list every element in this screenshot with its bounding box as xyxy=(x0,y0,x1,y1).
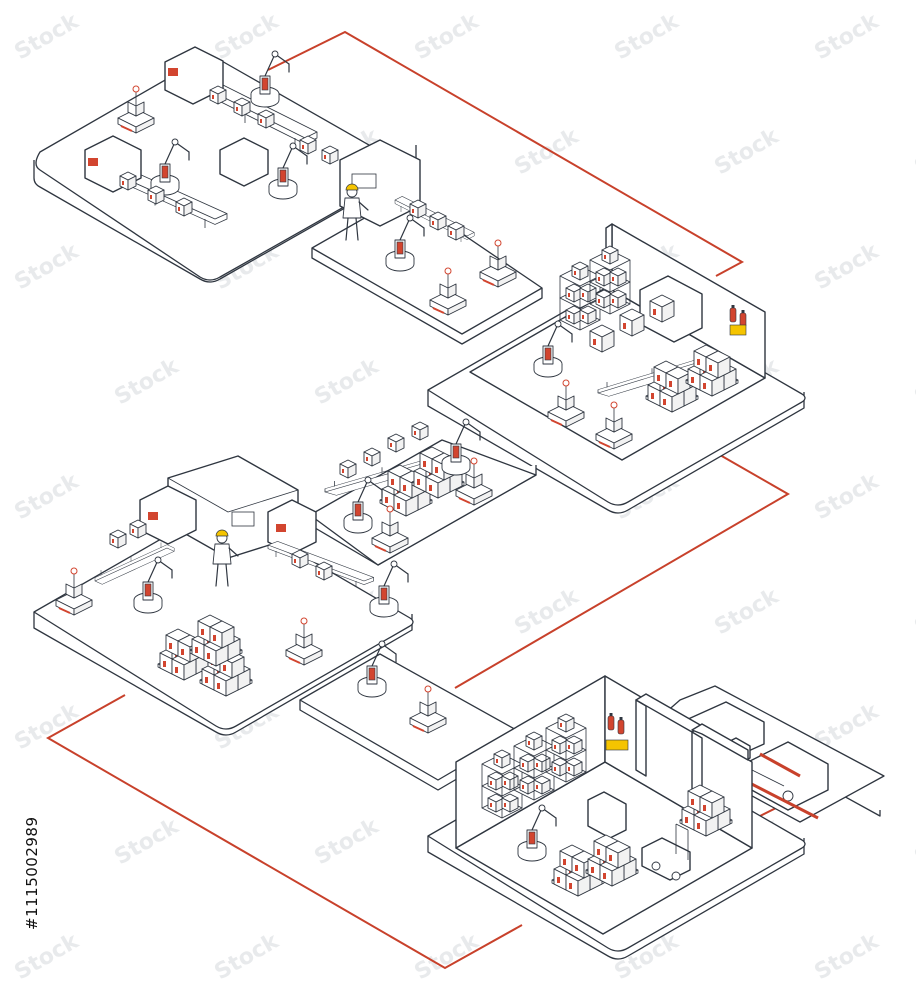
stock-id-label: #1115002989 xyxy=(8,760,41,930)
truck-dock xyxy=(639,685,885,823)
watermark-mark: Stock xyxy=(211,928,285,985)
watermark-mark: Stock xyxy=(811,928,885,985)
shelving-rack-icon xyxy=(560,262,600,330)
wrapping-machine xyxy=(587,791,627,839)
watermark-mark: Stock xyxy=(411,8,485,65)
robot-arm-icon xyxy=(369,560,409,618)
watermark-mark: Stock xyxy=(311,813,385,870)
watermark-mark: Stock xyxy=(311,353,385,410)
watermark-mark: Stock xyxy=(11,928,85,985)
watermark-mark: Stock xyxy=(11,698,85,755)
platform-packing-line xyxy=(311,139,543,345)
watermark-mark: Stock xyxy=(111,813,185,870)
watermark-mark: Stock xyxy=(11,238,85,295)
watermark-mark: Stock xyxy=(711,583,785,640)
watermark-mark: Stock xyxy=(911,353,916,410)
watermark-mark: Stock xyxy=(511,583,585,640)
watermark-mark: Stock xyxy=(811,238,885,295)
watermark-mark: Stock xyxy=(911,583,916,640)
watermark-mark: Stock xyxy=(11,468,85,525)
watermark-mark: Stock xyxy=(911,123,916,180)
watermark-mark: Stock xyxy=(811,8,885,65)
watermark-mark: Stock xyxy=(611,8,685,65)
platform-shipping-warehouse xyxy=(427,675,806,960)
watermark-mark: Stock xyxy=(111,353,185,410)
watermark-mark: Stock xyxy=(511,123,585,180)
forklift-icon xyxy=(641,823,691,881)
platform-warehouse-storage xyxy=(427,223,806,514)
watermark-mark: Stock xyxy=(711,123,785,180)
watermark-mark: Stock xyxy=(11,8,85,65)
platform-production-line xyxy=(33,46,417,283)
platform-assembly-line xyxy=(33,455,414,736)
watermark-mark: Stock xyxy=(411,928,485,985)
watermark-mark: Stock xyxy=(911,813,916,870)
stock-id-text: #1115002989 xyxy=(23,816,41,930)
watermark-mark: Stock xyxy=(811,468,885,525)
